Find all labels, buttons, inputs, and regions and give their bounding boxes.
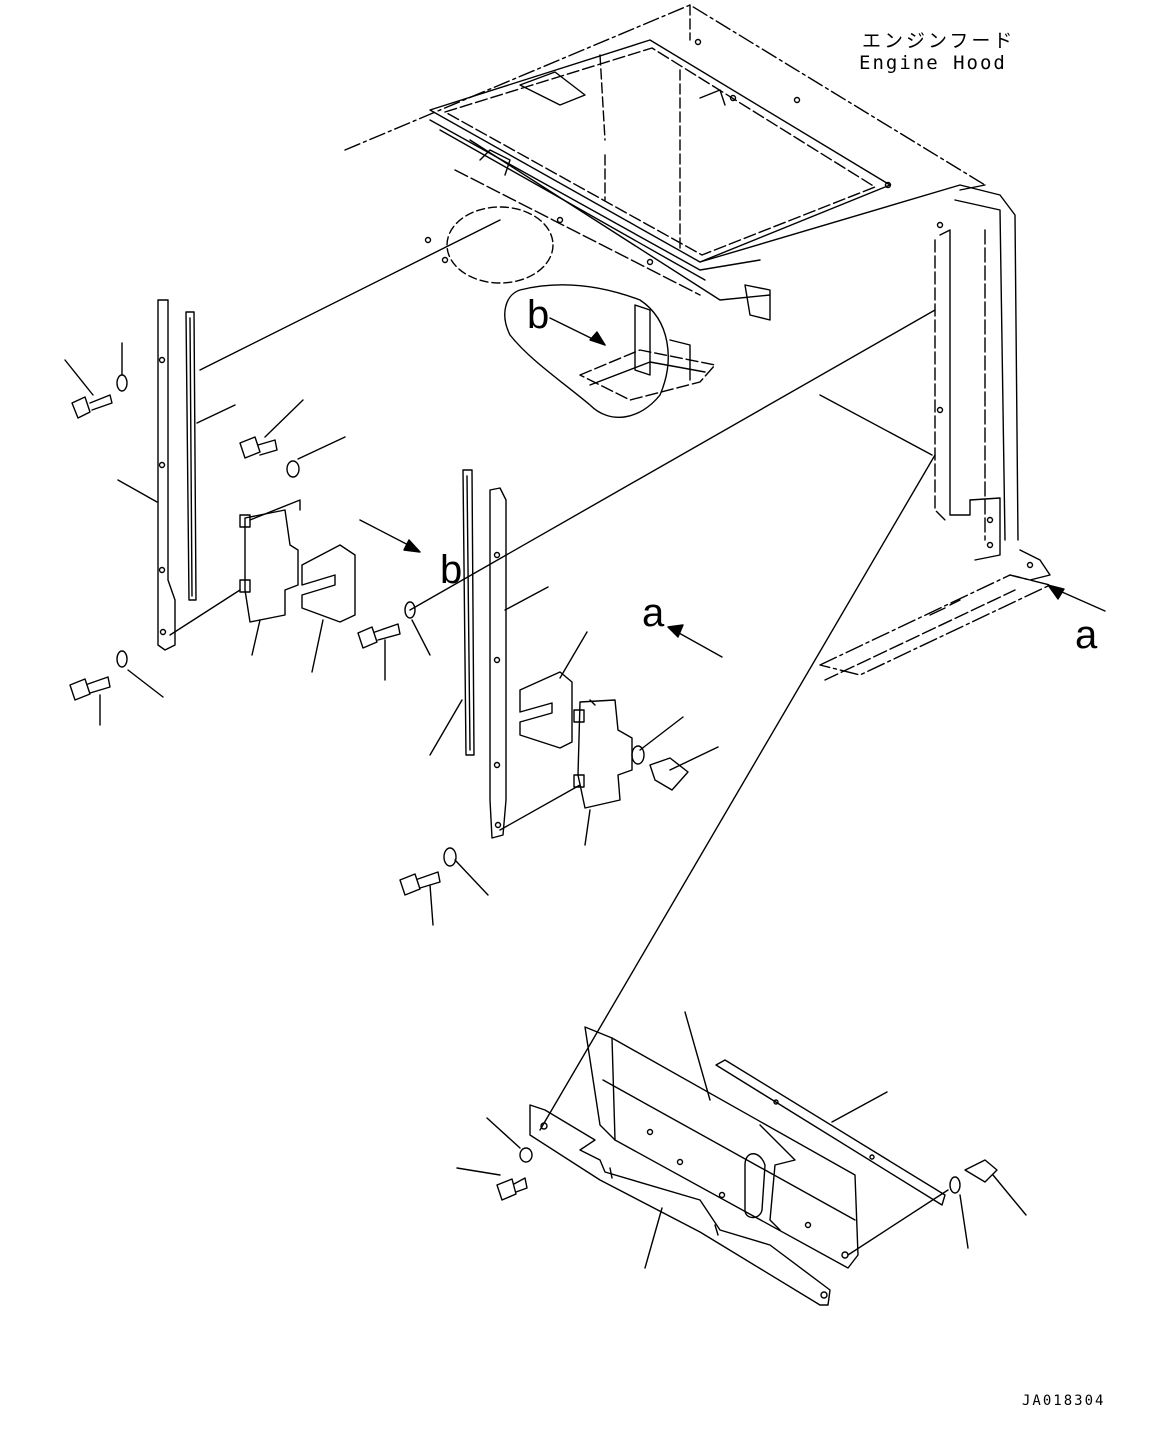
hood-title-english: Engine Hood bbox=[859, 52, 1007, 74]
detail-a-arrow bbox=[669, 591, 1106, 658]
bottom-cover-group bbox=[456, 454, 1027, 1306]
left-side-plate-group bbox=[64, 219, 501, 726]
center-seal-strip bbox=[462, 469, 475, 756]
engine-hood-frame bbox=[344, 4, 1051, 681]
hood-title-japanese: エンジンフード bbox=[862, 30, 1016, 52]
right-side-plate-group bbox=[357, 309, 936, 926]
detail-b-bubble bbox=[504, 284, 669, 419]
callout-b-center: b bbox=[440, 548, 463, 592]
callout-b-upper: b bbox=[527, 293, 550, 337]
drawing-id: JA018304 bbox=[1022, 1393, 1106, 1409]
left-seal-strip bbox=[185, 311, 197, 601]
callout-a-right: a bbox=[1075, 613, 1098, 657]
callout-a-center: a bbox=[642, 591, 665, 635]
bottom-cover-panel bbox=[584, 1026, 859, 1269]
